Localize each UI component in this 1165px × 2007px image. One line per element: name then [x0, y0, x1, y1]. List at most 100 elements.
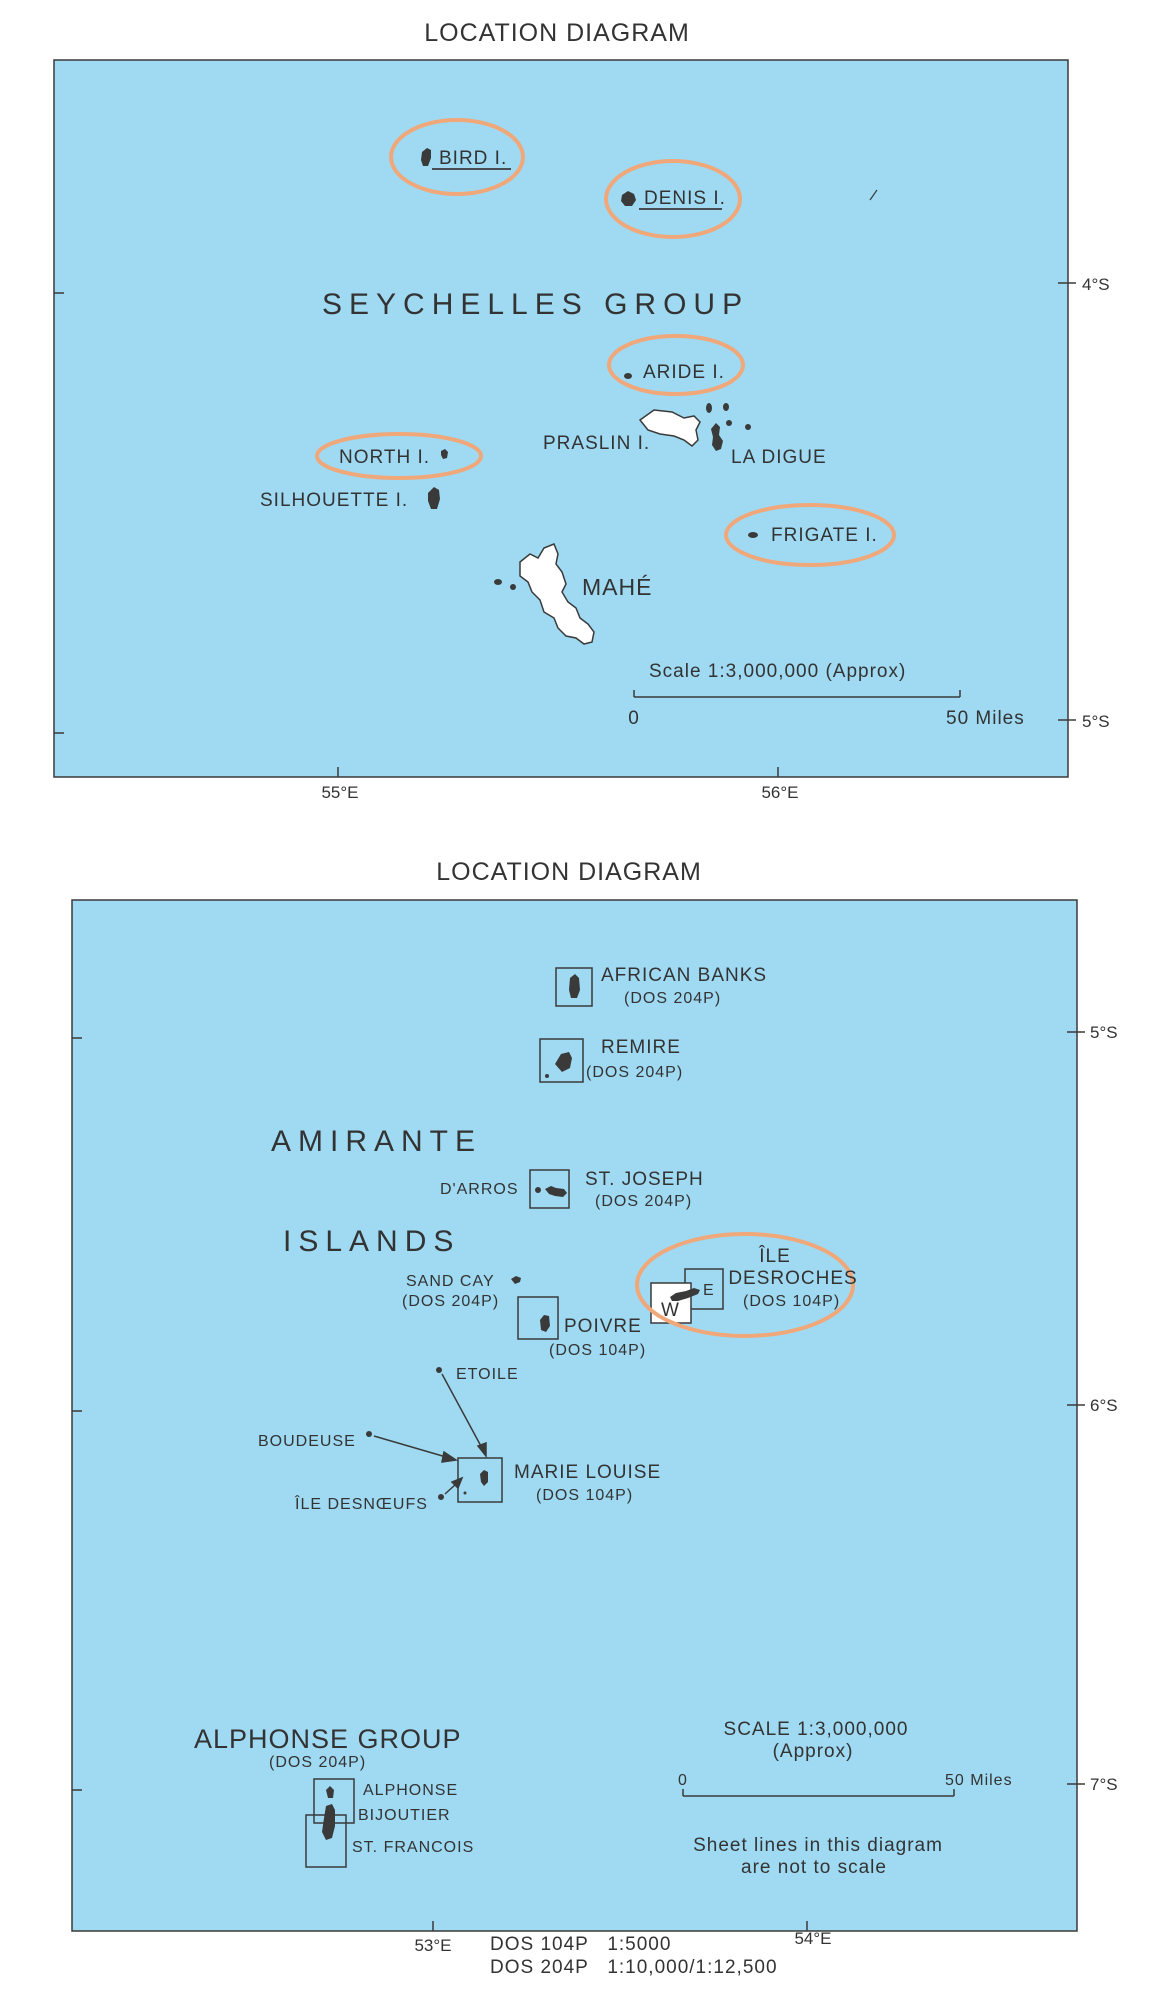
map2-note2: are not to scale: [741, 1857, 887, 1878]
label-silhouette: SILHOUETTE I.: [260, 490, 408, 511]
map2-ticks: [72, 1031, 1085, 1931]
silhouette-island-shape: [428, 487, 440, 509]
north-island-shape: [441, 449, 448, 459]
map1-scale-start: 0: [628, 708, 640, 729]
label-praslin: PRASLIN I.: [543, 433, 650, 454]
map1-scale-label: Scale 1:3,000,000 (Approx): [649, 661, 906, 682]
ile-desnoeufs-shape: [438, 1494, 444, 1500]
label-marie-louise: MARIE LOUISE: [514, 1462, 661, 1483]
box-st-joseph: [529, 1169, 570, 1209]
label-darros: D'ARROS: [440, 1181, 519, 1198]
map1-lat-5s: 5°S: [1082, 712, 1110, 731]
map1-group-label: SEYCHELLES GROUP: [322, 288, 749, 321]
label-ile-desroches-2: DESROCHES: [728, 1268, 857, 1289]
map2-scale-end: 50 Miles: [945, 1772, 1013, 1789]
map2-group-amirante: AMIRANTE: [271, 1125, 482, 1158]
map2-lat-5s: 5°S: [1090, 1023, 1118, 1042]
label-etoile: ETOILE: [456, 1366, 519, 1383]
sand-cay-shape: [511, 1276, 521, 1284]
box-african-banks: [555, 967, 593, 1007]
label-north: NORTH I.: [339, 447, 430, 468]
highlight-north: [315, 432, 483, 480]
highlight-ile-desroches: [635, 1232, 855, 1338]
label-african-banks: AFRICAN BANKS: [601, 965, 767, 986]
label-denis: DENIS I.: [644, 188, 726, 209]
map2-lon-53e: 53°E: [414, 1936, 451, 1955]
map2-scale-bar: [682, 1789, 955, 1797]
map2-lat-7s: 7°S: [1090, 1775, 1118, 1794]
label-frigate: FRIGATE I.: [771, 525, 878, 546]
map1-lon-56e: 56°E: [761, 783, 798, 802]
label-remire: REMIRE: [601, 1037, 681, 1058]
map1-lon-55e: 55°E: [321, 783, 358, 802]
label-alphonse-group: ALPHONSE GROUP: [194, 1724, 462, 1754]
box-remire: [539, 1038, 584, 1083]
label-sand-cay: SAND CAY: [406, 1273, 495, 1290]
label-poivre-sheet: (DOS 104P): [549, 1342, 646, 1359]
map1-frame: [53, 59, 1069, 778]
map2-islands: [322, 974, 700, 1840]
label-la-digue: LA DIGUE: [731, 447, 827, 468]
highlight-bird: [389, 118, 525, 196]
footer-dos204p: DOS 204P 1:10,000/1:12,500: [490, 1957, 778, 1978]
etoile-shape: [436, 1367, 442, 1373]
alphonse-shape: [326, 1786, 334, 1798]
map2-scale-start: 0: [678, 1772, 688, 1789]
label-alphonse: ALPHONSE: [363, 1782, 458, 1799]
st-joseph-shape: [545, 1186, 567, 1197]
aride-island-shape: [624, 373, 632, 379]
footer-dos104p: DOS 104P 1:5000: [490, 1934, 671, 1955]
map1-scale-end: 50 Miles: [946, 708, 1025, 729]
highlight-frigate: [724, 503, 896, 567]
map2-scale-label1: SCALE 1:3,000,000: [724, 1719, 909, 1740]
highlight-denis: [604, 159, 742, 239]
label-remire-sheet: (DOS 204P): [586, 1064, 683, 1081]
praslin-island-shape: [638, 409, 701, 447]
marie-louise-shape: [480, 1470, 488, 1486]
label-ile-desnoeufs: ÎLE DESNŒUFS: [294, 1494, 428, 1513]
label-st-francois: ST. FRANCOIS: [352, 1839, 474, 1856]
map2-scale-label2: (Approx): [773, 1741, 854, 1762]
map2-title: LOCATION DIAGRAM: [436, 858, 702, 886]
boudeuse-shape: [366, 1431, 372, 1437]
label-bird: BIRD I.: [439, 148, 507, 169]
label-ile-desroches-sheet: (DOS 104P): [743, 1293, 840, 1310]
map1-scale-bar: [633, 690, 961, 698]
label-st-joseph-sheet: (DOS 204P): [595, 1193, 692, 1210]
african-banks-shape: [569, 974, 580, 998]
map1-ticks: [54, 282, 1076, 777]
label-alphonse-group-sheet: (DOS 204P): [269, 1754, 366, 1771]
box-poivre: [517, 1296, 559, 1340]
map1-lat-4s: 4°S: [1082, 275, 1110, 294]
label-mahe: MAHÉ: [582, 574, 652, 600]
map2-lon-54e: 54°E: [794, 1929, 831, 1948]
desroches-shape: [670, 1288, 700, 1301]
map1-highlights: [315, 118, 896, 567]
label-boudeuse: BOUDEUSE: [258, 1433, 356, 1450]
frigate-island-shape: [748, 532, 758, 538]
label-box-e: E: [703, 1282, 715, 1299]
highlight-aride: [607, 334, 745, 396]
mahe-island-shape: [519, 543, 595, 645]
la-digue-island-shape: [711, 423, 723, 451]
map1-title: LOCATION DIAGRAM: [424, 19, 690, 47]
map2-frame: [71, 899, 1078, 1932]
label-bijoutier: BIJOUTIER: [358, 1807, 451, 1824]
label-marie-louise-sheet: (DOS 104P): [536, 1487, 633, 1504]
label-aride: ARIDE I.: [643, 362, 725, 383]
denis-island-shape: [621, 191, 636, 206]
map2-group-islands: ISLANDS: [283, 1225, 460, 1258]
map2-arrows: [373, 1373, 487, 1495]
map2-sheet-boxes: [305, 967, 724, 1868]
map2-note1: Sheet lines in this diagram: [693, 1835, 943, 1856]
st-francois-shape: [322, 1804, 335, 1840]
map1-islands: [421, 148, 758, 590]
label-sand-cay-sheet: (DOS 204P): [402, 1293, 499, 1310]
poivre-shape: [540, 1315, 550, 1332]
label-african-banks-sheet: (DOS 204P): [624, 990, 721, 1007]
remire-shape: [555, 1052, 572, 1072]
label-poivre: POIVRE: [564, 1316, 642, 1337]
map2-lat-6s: 6°S: [1090, 1396, 1118, 1415]
label-st-joseph: ST. JOSEPH: [585, 1169, 704, 1190]
